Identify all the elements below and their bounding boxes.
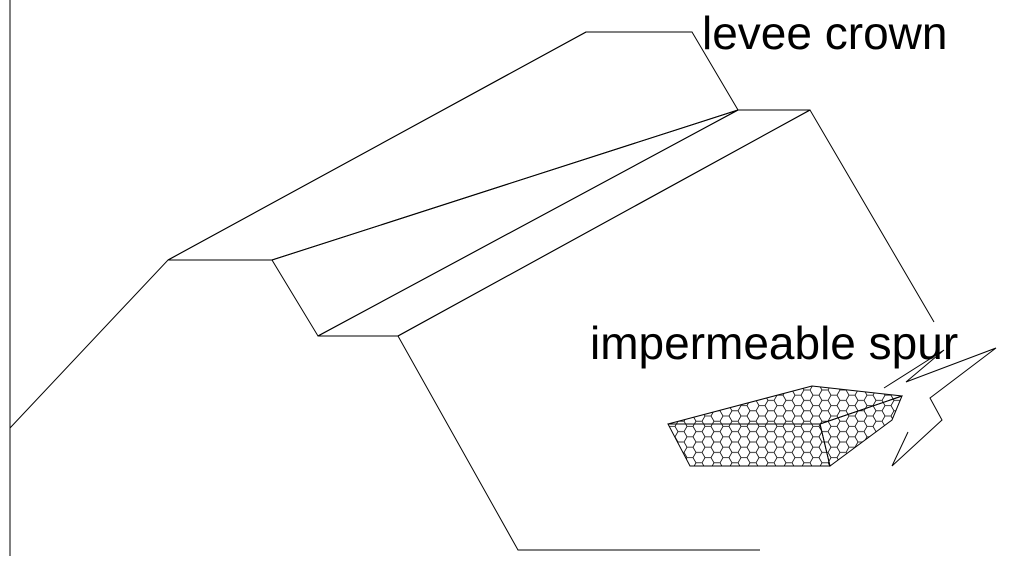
berm-face (317, 109, 811, 337)
spur-front-face (667, 423, 831, 467)
levee-crown-label: levee crown (702, 7, 948, 59)
upper-slope-face (271, 109, 739, 337)
impermeable-spur-label: impermeable spur (590, 317, 959, 369)
levee-crown-face (167, 31, 739, 261)
break-line-symbol (883, 347, 997, 467)
impermeable-spur (667, 385, 903, 467)
spur-end-face (819, 395, 903, 467)
main-slope-face (397, 109, 935, 337)
slope-front-edge (397, 335, 760, 551)
